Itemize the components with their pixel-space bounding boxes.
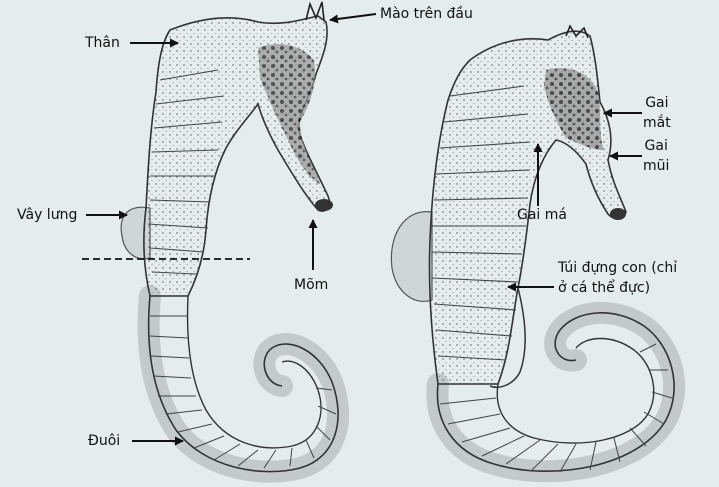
left-snout-tip <box>315 199 333 211</box>
label-tail: Đuôi <box>88 431 120 451</box>
label-cheek-spine: Gai má <box>517 205 567 225</box>
right-snout-tip <box>610 208 626 220</box>
left-tail <box>149 296 338 472</box>
right-seahorse <box>391 26 674 472</box>
label-crest: Mào trên đầu <box>380 4 473 24</box>
left-seahorse <box>121 2 338 472</box>
label-body: Thân <box>85 33 120 53</box>
label-snout: Mõm <box>294 275 328 295</box>
label-brood-pouch: Túi đựng con (chỉ ở cá thể đực) <box>558 258 677 298</box>
left-crest-spikes <box>306 2 324 20</box>
label-dorsal-fin: Vây lưng <box>17 205 77 225</box>
label-nose-spine: Gai mũi <box>643 136 669 176</box>
label-eye-spine: Gai mắt <box>643 93 671 133</box>
arrow-crest <box>330 14 376 20</box>
right-dorsal-fin <box>391 212 432 302</box>
